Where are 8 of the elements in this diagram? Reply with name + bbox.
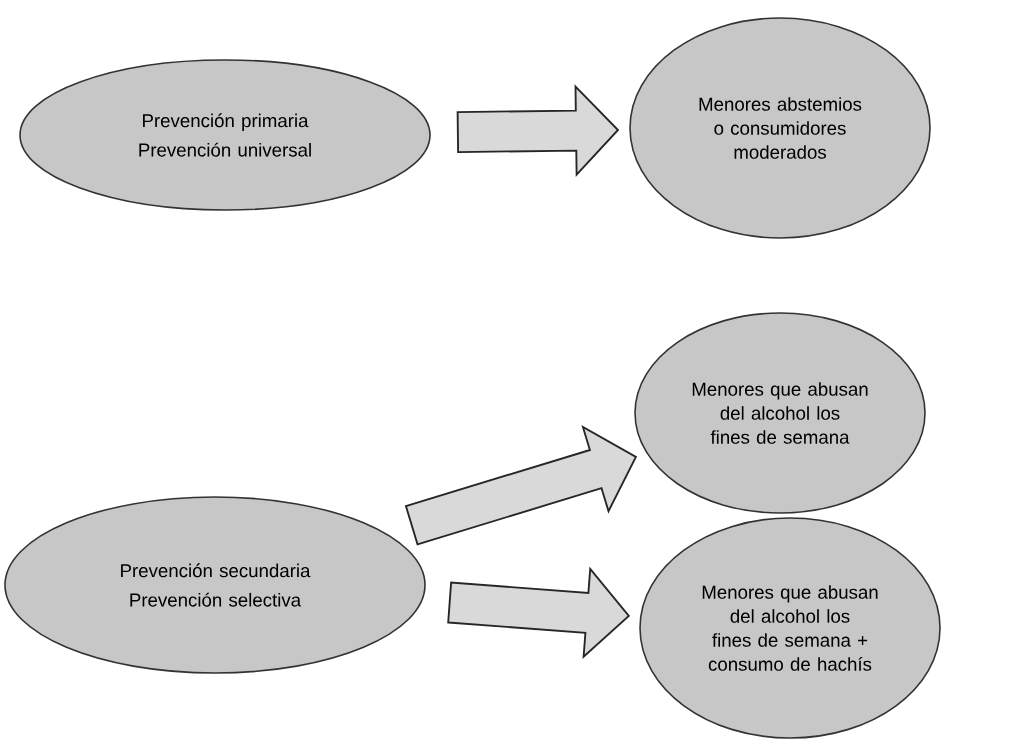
- block-arrow: [404, 425, 638, 546]
- ellipse-node: Menores que abusan del alcohol los fines de semana + consumo de hachís: [639, 517, 941, 739]
- ellipse-node: Menores que abusan del alcohol los fines de semana: [634, 312, 926, 514]
- block-arrow: [456, 84, 620, 177]
- ellipse-node: Prevención secundaria Prevención selectiva: [4, 496, 426, 674]
- ellipse-node: Menores abstemios o consumidores moderados: [629, 17, 931, 239]
- block-arrow: [447, 566, 631, 659]
- ellipse-node: Prevención primaria Prevención universal: [19, 59, 431, 211]
